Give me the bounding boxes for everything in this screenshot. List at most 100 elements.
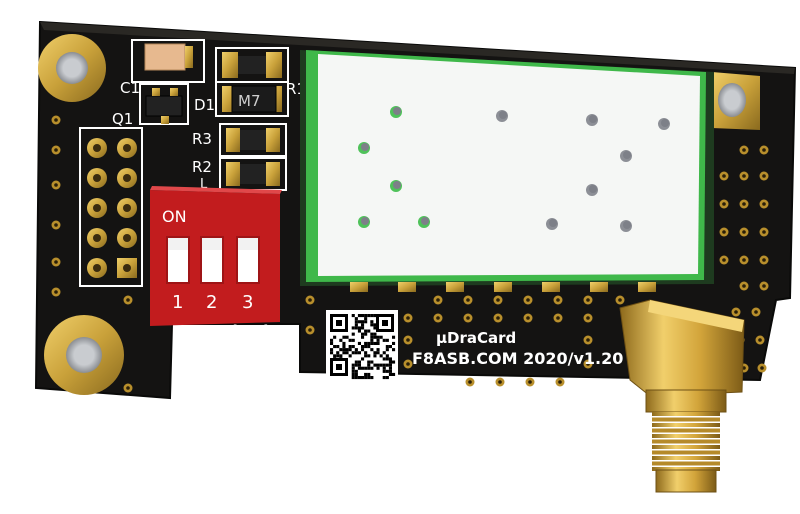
qr-module bbox=[364, 314, 368, 318]
qr-module bbox=[373, 351, 377, 355]
qr-module bbox=[333, 345, 337, 349]
qr-module bbox=[361, 335, 365, 339]
via bbox=[583, 335, 593, 345]
qr-module bbox=[367, 372, 371, 376]
sma-thread bbox=[652, 450, 720, 455]
qr-module bbox=[370, 335, 374, 339]
via bbox=[615, 295, 625, 305]
qr-module bbox=[361, 366, 365, 370]
qr-module bbox=[370, 320, 374, 324]
qr-module bbox=[342, 348, 346, 352]
via-pads bbox=[51, 115, 769, 393]
qr-module bbox=[382, 376, 386, 380]
via bbox=[493, 313, 503, 323]
qr-module bbox=[333, 357, 337, 361]
via bbox=[51, 180, 61, 190]
qr-module bbox=[367, 366, 371, 370]
module-hole bbox=[620, 150, 632, 162]
resistor-r2: R2 L bbox=[192, 157, 287, 192]
qr-module bbox=[336, 351, 340, 355]
qr-module bbox=[382, 351, 386, 355]
qr-module bbox=[361, 323, 365, 327]
qr-module bbox=[348, 345, 352, 349]
sma-thread bbox=[652, 445, 720, 449]
qr-module bbox=[361, 320, 365, 324]
dip-position-1: 1 bbox=[172, 292, 183, 313]
qr-module bbox=[342, 341, 346, 345]
via bbox=[465, 377, 475, 387]
qr-module bbox=[354, 348, 358, 352]
module-hole bbox=[546, 218, 558, 230]
via bbox=[739, 199, 749, 209]
via bbox=[495, 377, 505, 387]
via bbox=[583, 295, 593, 305]
qr-module bbox=[379, 354, 383, 358]
qr-module bbox=[379, 335, 383, 339]
qr-module bbox=[354, 369, 358, 373]
qr-module bbox=[354, 320, 358, 324]
dip-silk-label: H RxdTxd bbox=[188, 322, 268, 340]
via bbox=[553, 295, 563, 305]
dip-switch: ON 1 2 3 bbox=[150, 186, 282, 326]
via bbox=[583, 313, 593, 323]
qr-module bbox=[382, 363, 386, 367]
qr-module bbox=[388, 366, 392, 370]
qr-module bbox=[348, 338, 352, 342]
qr-module bbox=[373, 363, 377, 367]
qr-module bbox=[336, 345, 340, 349]
header-pin bbox=[87, 228, 107, 248]
module-hole bbox=[496, 110, 508, 122]
qr-module bbox=[364, 341, 368, 345]
dip-toggle-2[interactable] bbox=[200, 236, 224, 284]
qr-module bbox=[354, 351, 358, 355]
qr-module bbox=[367, 341, 371, 345]
sma-thread bbox=[652, 456, 720, 460]
qr-module bbox=[364, 376, 368, 380]
qr-module bbox=[339, 357, 343, 361]
qr-module bbox=[385, 354, 389, 358]
qr-module bbox=[342, 345, 346, 349]
qr-module bbox=[379, 363, 383, 367]
header-pin bbox=[87, 138, 107, 158]
qr-code bbox=[326, 310, 398, 380]
qr-module bbox=[354, 372, 358, 376]
qr-module bbox=[373, 314, 377, 318]
dip-toggle-3[interactable] bbox=[236, 236, 260, 284]
qr-module bbox=[357, 326, 361, 330]
via bbox=[433, 295, 443, 305]
module-hole bbox=[620, 220, 632, 232]
sma-thread bbox=[652, 417, 720, 422]
qr-module bbox=[370, 314, 374, 318]
qr-module bbox=[361, 332, 365, 336]
qr-module bbox=[354, 323, 358, 327]
qr-module bbox=[370, 366, 374, 370]
qr-module bbox=[357, 329, 361, 333]
via bbox=[51, 220, 61, 230]
pin-header-2x5 bbox=[79, 127, 143, 287]
qr-module bbox=[351, 366, 355, 370]
qr-module bbox=[367, 354, 371, 358]
sma-connector[interactable] bbox=[619, 299, 745, 493]
qr-module bbox=[357, 320, 361, 324]
qr-module bbox=[345, 351, 349, 355]
qr-module bbox=[342, 351, 346, 355]
sma-thread bbox=[652, 428, 720, 433]
qr-module bbox=[370, 360, 374, 364]
via bbox=[403, 359, 413, 369]
qr-module bbox=[357, 360, 361, 364]
qr-module bbox=[333, 335, 337, 339]
dip-toggle-1[interactable] bbox=[166, 236, 190, 284]
label-d1: D1 bbox=[194, 96, 215, 114]
via bbox=[751, 307, 761, 317]
qr-module bbox=[388, 345, 392, 349]
qr-module bbox=[361, 326, 365, 330]
qr-module bbox=[373, 335, 377, 339]
qr-module bbox=[367, 360, 371, 364]
qr-module bbox=[339, 338, 343, 342]
module-hole bbox=[586, 184, 598, 196]
via bbox=[583, 359, 593, 369]
qr-module bbox=[367, 314, 371, 318]
header-pin bbox=[117, 198, 137, 218]
header-pin bbox=[117, 228, 137, 248]
via bbox=[739, 227, 749, 237]
